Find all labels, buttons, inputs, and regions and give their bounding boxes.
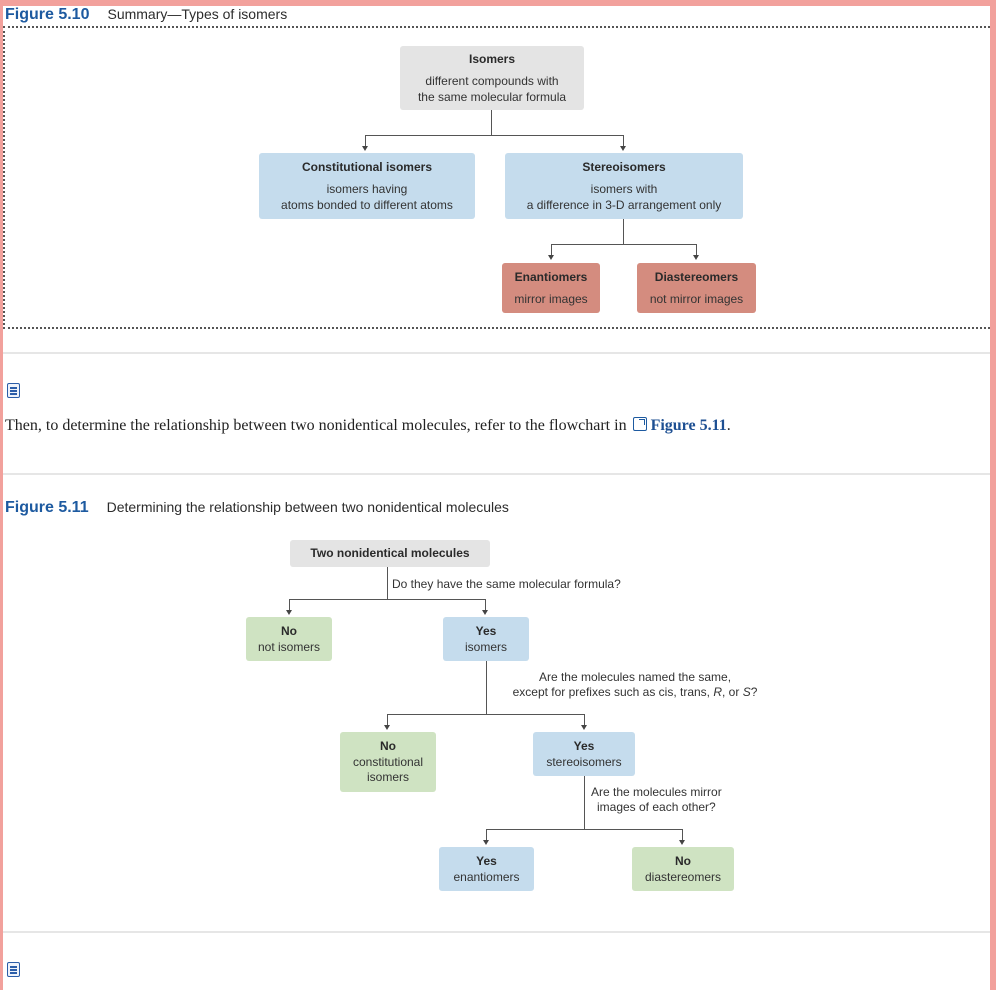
yes1-sub: isomers	[464, 639, 507, 654]
yes-isomers-box: Yes isomers	[443, 617, 529, 661]
question-3: Are the molecules mirror images of each …	[591, 785, 722, 815]
figure-caption: Summary—Types of isomers	[107, 6, 288, 22]
connector	[365, 135, 366, 146]
yes3-sub: enantiomers	[453, 869, 520, 884]
yes2-title: Yes	[573, 738, 595, 753]
arrow-down-icon	[693, 255, 699, 260]
no2-line1: constitutional	[352, 755, 424, 769]
diastereomers-title: Diastereomers	[654, 269, 739, 284]
connector	[485, 599, 486, 610]
diastereomers-box: Diastereomers not mirror images	[637, 263, 756, 313]
arrow-down-icon	[679, 840, 685, 845]
figure-number: Figure 5.10	[5, 6, 90, 23]
yes3-title: Yes	[476, 853, 497, 868]
arrow-down-icon	[286, 610, 292, 615]
start-title: Two nonidentical molecules	[310, 546, 470, 560]
no3-title: No	[675, 853, 691, 868]
yes-stereoisomers-box: Yes stereoisomers	[533, 732, 635, 776]
no-diastereomers-box: No diastereomers	[632, 847, 734, 891]
paragraph: Then, to determine the relationship betw…	[5, 417, 731, 435]
question-1: Do they have the same molecular formula?	[392, 577, 621, 591]
q2-line2: except for prefixes such as cis, trans, …	[512, 685, 758, 699]
stereoisomers-title: Stereoisomers	[582, 159, 666, 174]
diastereomers-sub: not mirror images	[649, 291, 744, 306]
no2-title: No	[380, 739, 396, 753]
note-icon[interactable]	[7, 962, 20, 977]
stereoisomers-line2: a difference in 3-D arrangement only	[526, 197, 722, 212]
enantiomers-box: Enantiomers mirror images	[502, 263, 600, 313]
isomers-line1: different compounds with	[425, 73, 559, 88]
figure-5-11-header: Figure 5.11 Determining the relationship…	[5, 499, 509, 517]
figure-5-11-link[interactable]: Figure 5.11	[650, 417, 727, 434]
isomers-line2: the same molecular formula	[417, 89, 567, 104]
yes2-sub: stereoisomers	[546, 754, 622, 769]
figure-caption: Determining the relationship between two…	[106, 499, 509, 515]
constitutional-title: Constitutional isomers	[301, 159, 432, 174]
connector	[623, 135, 624, 146]
arrow-down-icon	[362, 146, 368, 151]
question-2: Are the molecules named the same, except…	[499, 670, 771, 700]
yes1-title: Yes	[475, 623, 497, 638]
paragraph-text: Then, to determine the relationship betw…	[5, 417, 627, 434]
connector	[486, 829, 683, 830]
connector	[682, 829, 683, 840]
constitutional-isomers-box: Constitutional isomers isomers having at…	[259, 153, 475, 219]
figure-5-10-frame	[3, 26, 990, 329]
connector	[289, 599, 486, 600]
no-constitutional-box: No constitutional isomers	[340, 732, 436, 792]
arrow-down-icon	[384, 725, 390, 730]
note-icon[interactable]	[7, 383, 20, 398]
connector	[551, 244, 697, 245]
external-link-icon[interactable]	[632, 417, 647, 431]
isomers-box: Isomers different compounds with the sam…	[400, 46, 584, 110]
connector	[365, 135, 624, 136]
connector	[387, 714, 388, 725]
stereoisomers-box: Stereoisomers isomers with a difference …	[505, 153, 743, 219]
arrow-down-icon	[548, 255, 554, 260]
figure-5-10-header: Figure 5.10 Summary—Types of isomers	[5, 6, 287, 24]
connector	[584, 714, 585, 725]
connector	[584, 776, 585, 829]
start-box: Two nonidentical molecules	[290, 540, 490, 567]
yes-enantiomers-box: Yes enantiomers	[439, 847, 534, 891]
enantiomers-title: Enantiomers	[514, 269, 588, 284]
connector	[551, 244, 552, 255]
no-not-isomers-box: No not isomers	[246, 617, 332, 661]
q2-line1: Are the molecules named the same,	[538, 670, 732, 684]
connector	[486, 661, 487, 714]
page: Figure 5.10 Summary—Types of isomers Iso…	[3, 6, 990, 990]
connector	[387, 714, 585, 715]
arrow-down-icon	[482, 610, 488, 615]
figure-number: Figure 5.11	[5, 499, 89, 516]
stereoisomers-line1: isomers with	[590, 181, 658, 196]
no2-line2: isomers	[366, 770, 409, 784]
q3-line1: Are the molecules mirror	[591, 785, 722, 799]
isomers-title: Isomers	[468, 51, 516, 66]
connector	[623, 219, 624, 244]
no1-title: No	[281, 623, 297, 638]
connector	[696, 244, 697, 255]
enantiomers-sub: mirror images	[514, 291, 588, 306]
arrow-down-icon	[483, 840, 489, 845]
connector	[289, 599, 290, 610]
arrow-down-icon	[581, 725, 587, 730]
no3-sub: diastereomers	[644, 869, 722, 884]
section-divider	[3, 473, 990, 475]
section-divider	[3, 352, 990, 354]
constitutional-line1: isomers having	[326, 181, 408, 196]
connector	[491, 110, 492, 135]
paragraph-end: .	[726, 417, 731, 434]
connector	[387, 567, 388, 599]
connector	[486, 829, 487, 840]
arrow-down-icon	[620, 146, 626, 151]
constitutional-line2: atoms bonded to different atoms	[281, 197, 453, 212]
no1-sub: not isomers	[257, 639, 321, 654]
section-divider	[3, 931, 990, 933]
q3-line2: images of each other?	[596, 800, 716, 814]
